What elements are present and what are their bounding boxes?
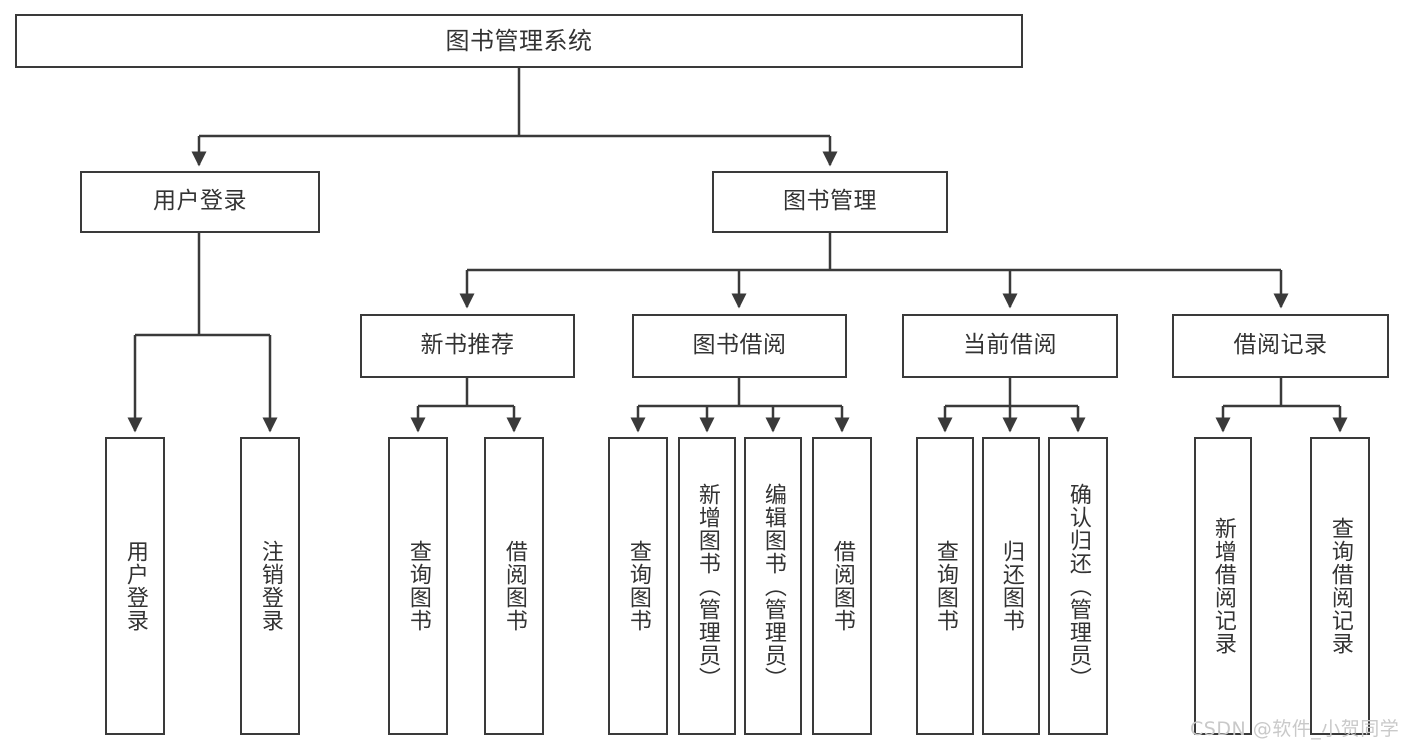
- csdn-watermark: CSDN @软件_小贺同学: [1190, 718, 1400, 740]
- node-label: 图书借阅: [692, 332, 787, 359]
- node-label: 图书管理: [783, 188, 877, 215]
- node-label: 新书推荐: [420, 332, 515, 359]
- node-label: 借阅记录: [1233, 332, 1328, 359]
- node-label: 借阅图书: [829, 540, 855, 632]
- leaf-current-query-book[interactable]: 查询图书: [916, 437, 974, 735]
- node-label: 归还图书: [998, 540, 1024, 632]
- node-label: 查询借阅记录: [1327, 517, 1353, 655]
- node-label: 注销登录: [257, 540, 283, 632]
- node-label: 当前借阅: [963, 332, 1057, 359]
- leaf-new-book-query[interactable]: 查询图书: [388, 437, 448, 735]
- node-label: 查询图书: [405, 540, 431, 632]
- leaf-user-login-logout[interactable]: 注销登录: [240, 437, 300, 735]
- leaf-record-query-borrow-record[interactable]: 查询借阅记录: [1310, 437, 1370, 735]
- node-label: 用户登录: [122, 540, 148, 632]
- node-new-book-recommend[interactable]: 新书推荐: [360, 314, 575, 378]
- node-label: 图书管理系统: [445, 26, 593, 55]
- node-label: 新增图书（管理员）: [694, 482, 720, 690]
- leaf-borrow-add-book-admin[interactable]: 新增图书（管理员）: [678, 437, 736, 735]
- node-label: 用户登录: [153, 188, 247, 215]
- leaf-borrow-query-book[interactable]: 查询图书: [608, 437, 668, 735]
- leaf-record-add-borrow-record[interactable]: 新增借阅记录: [1194, 437, 1252, 735]
- leaf-borrow-edit-book-admin[interactable]: 编辑图书（管理员）: [744, 437, 802, 735]
- node-label: 确认归还（管理员）: [1065, 482, 1091, 690]
- node-label: 编辑图书（管理员）: [760, 482, 786, 690]
- node-borrow-record[interactable]: 借阅记录: [1172, 314, 1389, 378]
- leaf-current-return-book[interactable]: 归还图书: [982, 437, 1040, 735]
- leaf-new-book-borrow[interactable]: 借阅图书: [484, 437, 544, 735]
- node-label: 新增借阅记录: [1210, 517, 1236, 655]
- node-book-borrow[interactable]: 图书借阅: [632, 314, 847, 378]
- node-label: 查询图书: [625, 540, 651, 632]
- node-label: 借阅图书: [501, 540, 527, 632]
- leaf-borrow-borrow-book[interactable]: 借阅图书: [812, 437, 872, 735]
- node-user-login[interactable]: 用户登录: [80, 171, 320, 233]
- node-book-management[interactable]: 图书管理: [712, 171, 948, 233]
- leaf-user-login-login[interactable]: 用户登录: [105, 437, 165, 735]
- node-root-book-management-system[interactable]: 图书管理系统: [15, 14, 1023, 68]
- node-current-borrow[interactable]: 当前借阅: [902, 314, 1118, 378]
- leaf-current-confirm-return-admin[interactable]: 确认归还（管理员）: [1048, 437, 1108, 735]
- node-label: 查询图书: [932, 540, 958, 632]
